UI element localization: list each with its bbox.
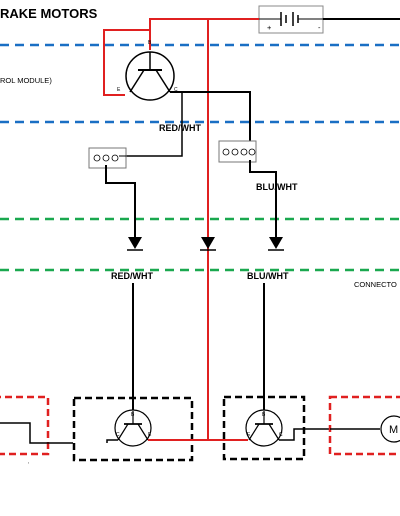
wire-black-right-collector [279, 428, 330, 441]
wire-label-red-wht-upper: RED/WHT [159, 123, 201, 133]
right-pin-e: E [247, 432, 251, 438]
module-left-mark: , [28, 459, 29, 465]
control-pin-c: C [174, 87, 178, 93]
diagram-title: RAKE MOTORS [0, 6, 98, 21]
wire-black-control-out [170, 91, 251, 144]
wire-black-left-collector [106, 439, 118, 443]
transistor-right: B E C [245, 409, 283, 447]
wire-label-blu-wht-lower: BLU/WHT [247, 271, 289, 281]
motor-symbol: M [380, 415, 400, 443]
diode-left [127, 237, 143, 251]
control-pin-e: E [117, 87, 121, 93]
module-box-mid-right [222, 395, 306, 461]
diode-center [200, 237, 216, 251]
right-pin-b: B [262, 412, 266, 418]
wire-black-red-wht-upper [126, 92, 183, 157]
battery-symbol: + - [258, 5, 324, 34]
battery-plus: + [267, 23, 272, 32]
connector-right [218, 140, 257, 163]
left-pin-c: C [116, 432, 120, 438]
left-pin-b: B [131, 412, 135, 418]
module-box-right [328, 395, 400, 456]
module-box-left [0, 395, 50, 456]
battery-minus: - [318, 23, 321, 32]
motor-label: M [389, 424, 398, 436]
wire-red-power [149, 18, 259, 50]
diode-right [268, 237, 284, 251]
wire-black-right-down [249, 160, 277, 237]
wire-label-red-wht-lower: RED/WHT [111, 271, 153, 281]
transistor-left: B C E [114, 409, 152, 447]
control-module-label: ROL MODULE) [0, 76, 52, 85]
wire-black-left-out [0, 422, 73, 444]
left-pin-e: E [148, 432, 152, 438]
module-box-mid-left [72, 396, 194, 462]
wire-label-blu-wht-upper: BLU/WHT [256, 182, 298, 192]
control-transistor: B E C [117, 40, 178, 101]
connector-label: CONNECTO [354, 280, 397, 289]
control-pin-b: B [148, 40, 152, 46]
right-pin-c: C [279, 432, 283, 438]
connector-left [88, 147, 127, 169]
wire-red-loop [103, 29, 150, 96]
wire-black-left-down [105, 165, 136, 237]
